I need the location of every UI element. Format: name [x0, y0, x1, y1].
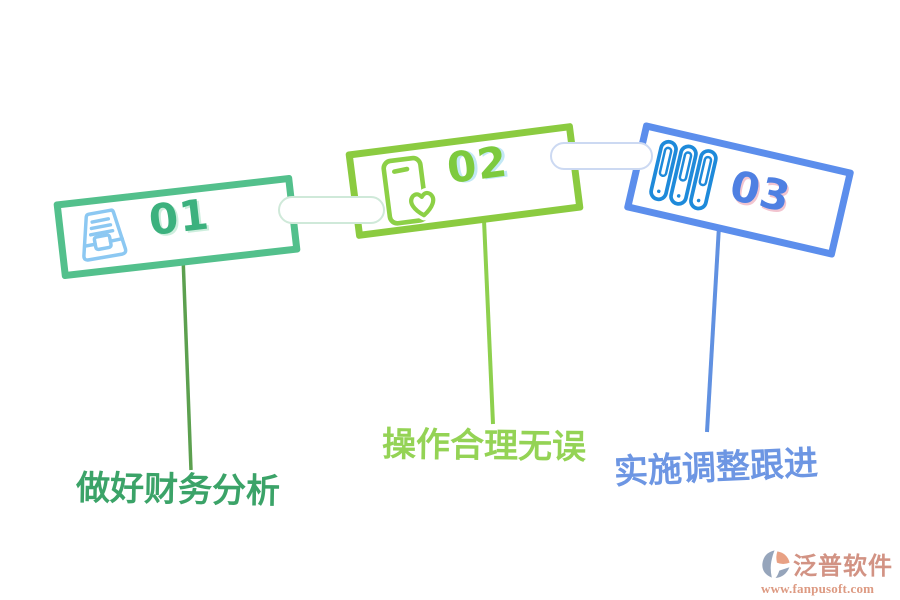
step-stem-line-1: [181, 255, 193, 471]
phone-heart-icon: [381, 155, 439, 226]
step-stem-line-2: [482, 219, 495, 425]
step-box-1: 01: [53, 174, 301, 280]
watermark-brand: 泛普软件: [793, 553, 893, 580]
step-number-2: 02: [444, 136, 511, 193]
step-box-3: 03: [623, 121, 855, 259]
step-label-2: 操作合理无误: [381, 424, 587, 468]
step-number-1: 01: [146, 189, 212, 245]
watermark: 泛普软件 www.fanpusoft.com: [761, 546, 895, 597]
binders-icon: [649, 139, 718, 211]
watermark-url: www.fanpusoft.com: [761, 581, 875, 596]
step-stem-line-3: [705, 225, 721, 433]
step-box-2: 02: [345, 122, 584, 240]
connector-pill-2: [550, 142, 653, 170]
fanpu-logo-icon: [762, 549, 790, 578]
step-number-3: 03: [725, 160, 796, 223]
archive-tray-icon: [82, 208, 128, 262]
connector-pill-1: [278, 196, 385, 224]
step-label-1: 做好财务分析: [75, 468, 281, 512]
